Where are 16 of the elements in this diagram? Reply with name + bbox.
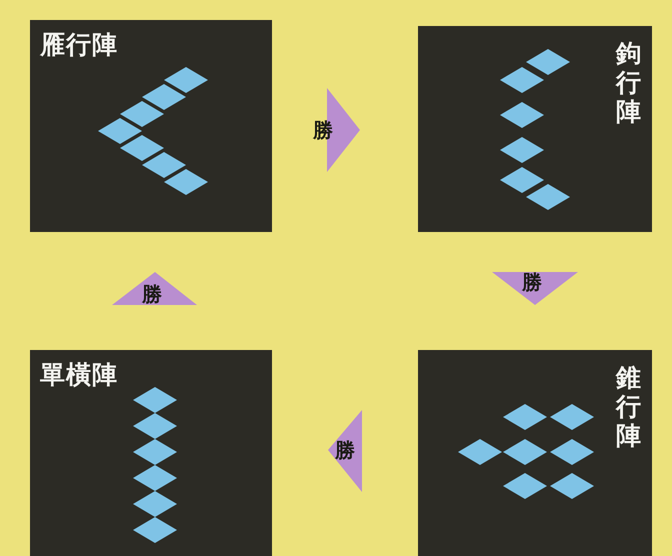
arrow [112, 272, 197, 305]
edge-label: 勝 [313, 120, 333, 140]
edge-label: 勝 [142, 284, 162, 304]
arrow [492, 272, 578, 305]
formation-panel [30, 350, 272, 556]
arrow [328, 410, 362, 492]
formation-panel [30, 20, 272, 232]
formation-title: 鉤行陣 [616, 40, 642, 126]
formation-panel [418, 350, 652, 556]
formation-title: 雁行陣 [40, 32, 118, 57]
formation-title: 錐行陣 [616, 364, 642, 450]
arrow [327, 88, 360, 172]
edge-label: 勝 [522, 272, 542, 292]
edge-label: 勝 [335, 440, 355, 460]
formation-title: 單橫陣 [40, 362, 118, 387]
formation-panel [418, 26, 652, 232]
